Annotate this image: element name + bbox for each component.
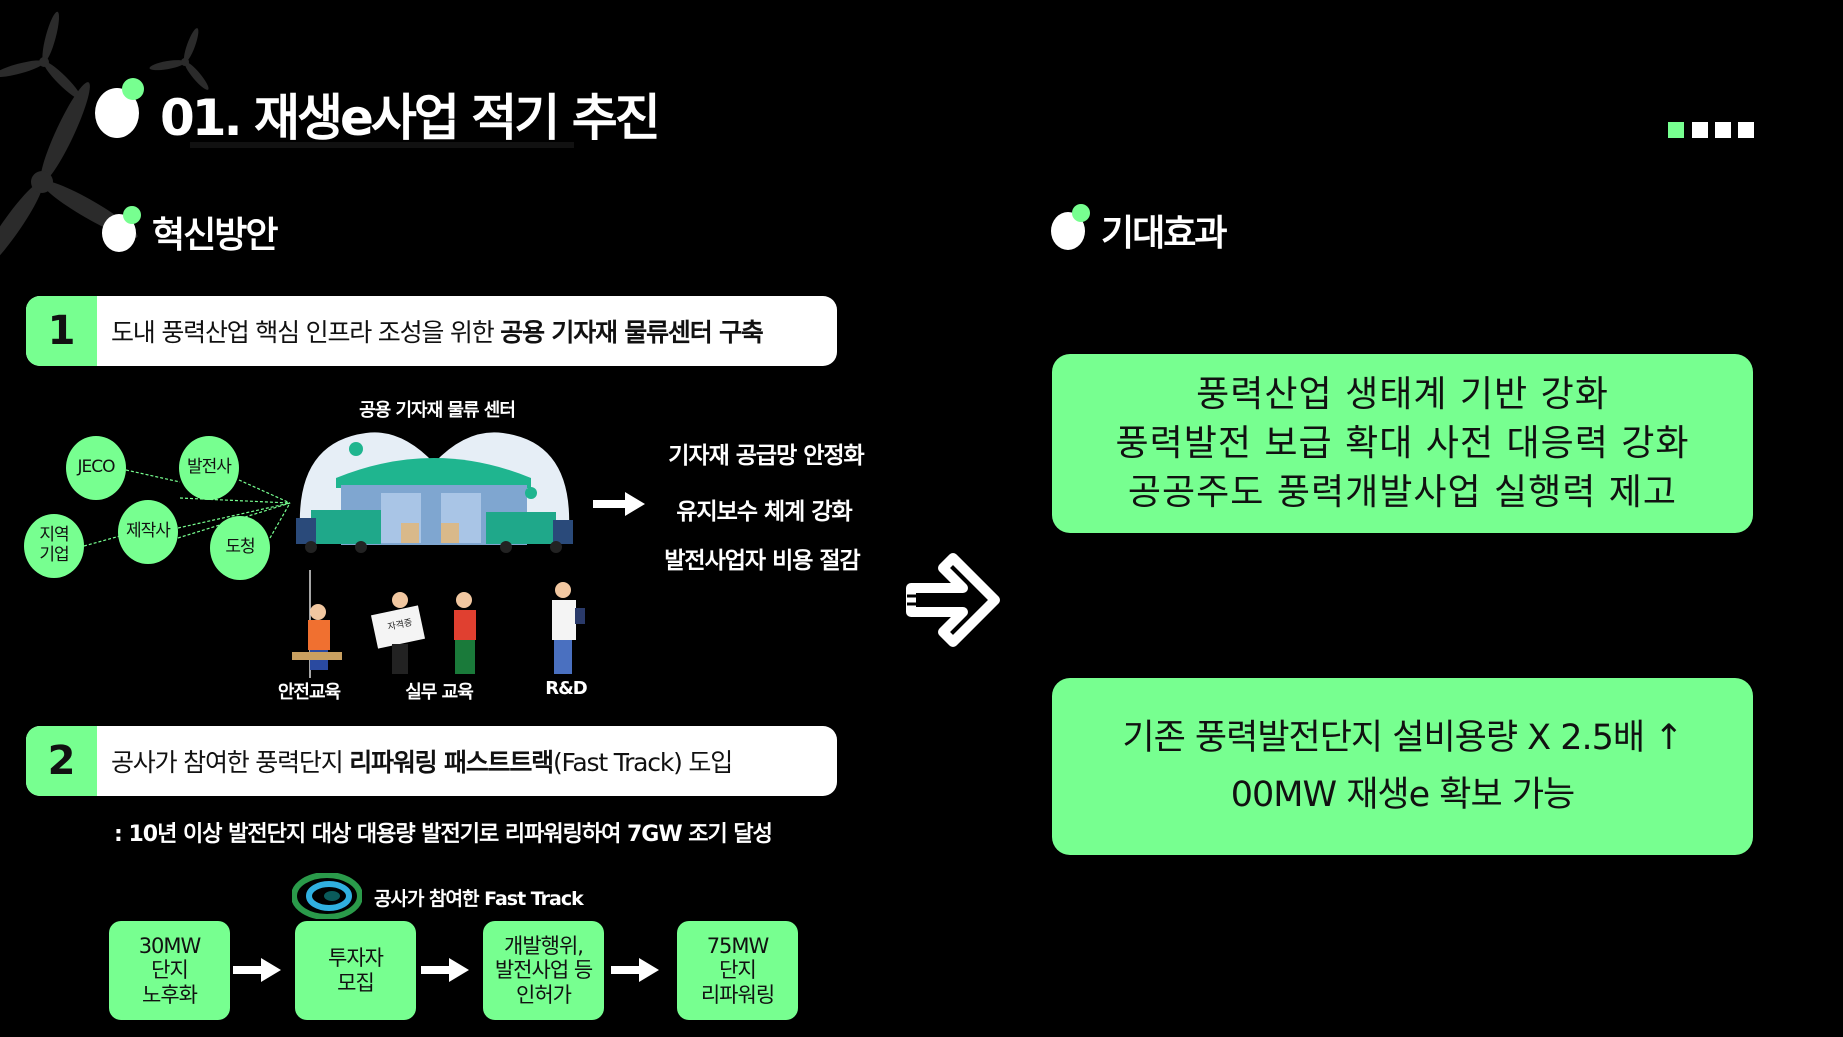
fast-track-step-2: 투자자 모집 [295, 921, 416, 1020]
item-number: 1 [26, 296, 97, 366]
section-heading-innovation: 혁신방안 [152, 215, 278, 256]
stakeholder-province: 도청 [210, 516, 270, 580]
stakeholder-local-company: 지역 기업 [24, 514, 84, 578]
item-2-note: : 10년 이상 발전단지 대상 대용량 발전기로 리파워링하여 7GW 조기 … [114, 822, 773, 847]
arrow-right-icon [611, 958, 659, 982]
company-logo-icon [292, 873, 362, 919]
effect-supply-chain: 기자재 공급망 안정화 [668, 443, 864, 469]
fast-track-step-1: 30MW 단지 노후화 [109, 921, 230, 1020]
training-safety-label: 안전교육 [277, 682, 341, 703]
fast-track-step-3: 개발행위, 발전사업 등 인허가 [483, 921, 604, 1020]
page-title: 01. 재생e사업 적기 추진 [160, 89, 661, 147]
item-number: 2 [26, 726, 97, 796]
expected-effect-box-1: 풍력산업 생태계 기반 강화 풍력발전 보급 확대 사전 대응력 강화 공공주도… [1052, 354, 1753, 533]
expected-effect-line: 00MW 재생e 확보 가능 [1230, 774, 1575, 815]
expected-effect-line: 기존 풍력발전단지 설비용량 X 2.5배 ↑ [1122, 717, 1683, 758]
expected-effect-line: 풍력발전 보급 확대 사전 대응력 강화 [1115, 423, 1690, 464]
stakeholder-power-company: 발전사 [179, 436, 239, 500]
logistics-warehouse-illustration [296, 432, 573, 553]
expected-effect-line: 공공주도 풍력개발사업 실행력 제고 [1127, 472, 1678, 513]
training-practical-label: 실무 교육 [405, 682, 474, 703]
item-2-banner: 2 공사가 참여한 풍력단지 리파워링 패스트트랙(Fast Track) 도입 [26, 726, 837, 796]
fast-track-step-4: 75MW 단지 리파워링 [677, 921, 798, 1020]
fast-track-label: 공사가 참여한 Fast Track [374, 888, 584, 910]
logistics-center-label: 공용 기자재 물류 센터 [359, 400, 516, 421]
stakeholder-jeco: JECO [66, 436, 126, 500]
big-arrow-right-icon [906, 553, 1000, 647]
item-text-tail: (Fast Track) 도입 [552, 748, 733, 777]
section-heading-effects: 기대효과 [1101, 213, 1227, 254]
stakeholder-connector-lines [83, 469, 291, 547]
expected-effect-line: 풍력산업 생태계 기반 강화 [1196, 374, 1609, 415]
item-text: 도내 풍력산업 핵심 인프라 조성을 위한 [111, 318, 501, 347]
item-text: 공사가 참여한 풍력단지 [111, 748, 350, 777]
training-people-illustration: 자격증 [292, 570, 585, 678]
training-rnd-label: R&D [545, 678, 587, 699]
arrow-right-icon [593, 492, 645, 516]
arrow-right-icon [421, 958, 469, 982]
effect-cost-saving: 발전사업자 비용 절감 [664, 548, 860, 574]
expected-effect-box-2: 기존 풍력발전단지 설비용량 X 2.5배 ↑ 00MW 재생e 확보 가능 [1052, 678, 1753, 855]
title-underline [190, 142, 574, 148]
effect-maintenance: 유지보수 체계 강화 [676, 499, 852, 525]
item-text-bold: 리파워링 패스트트랙 [349, 748, 554, 777]
arrow-right-icon [233, 958, 281, 982]
item-1-banner: 1 도내 풍력산업 핵심 인프라 조성을 위한 공용 기자재 물류센터 구축 [26, 296, 837, 366]
item-text-bold: 공용 기자재 물류센터 구축 [500, 318, 764, 347]
stakeholder-manufacturer: 제작사 [118, 500, 178, 564]
